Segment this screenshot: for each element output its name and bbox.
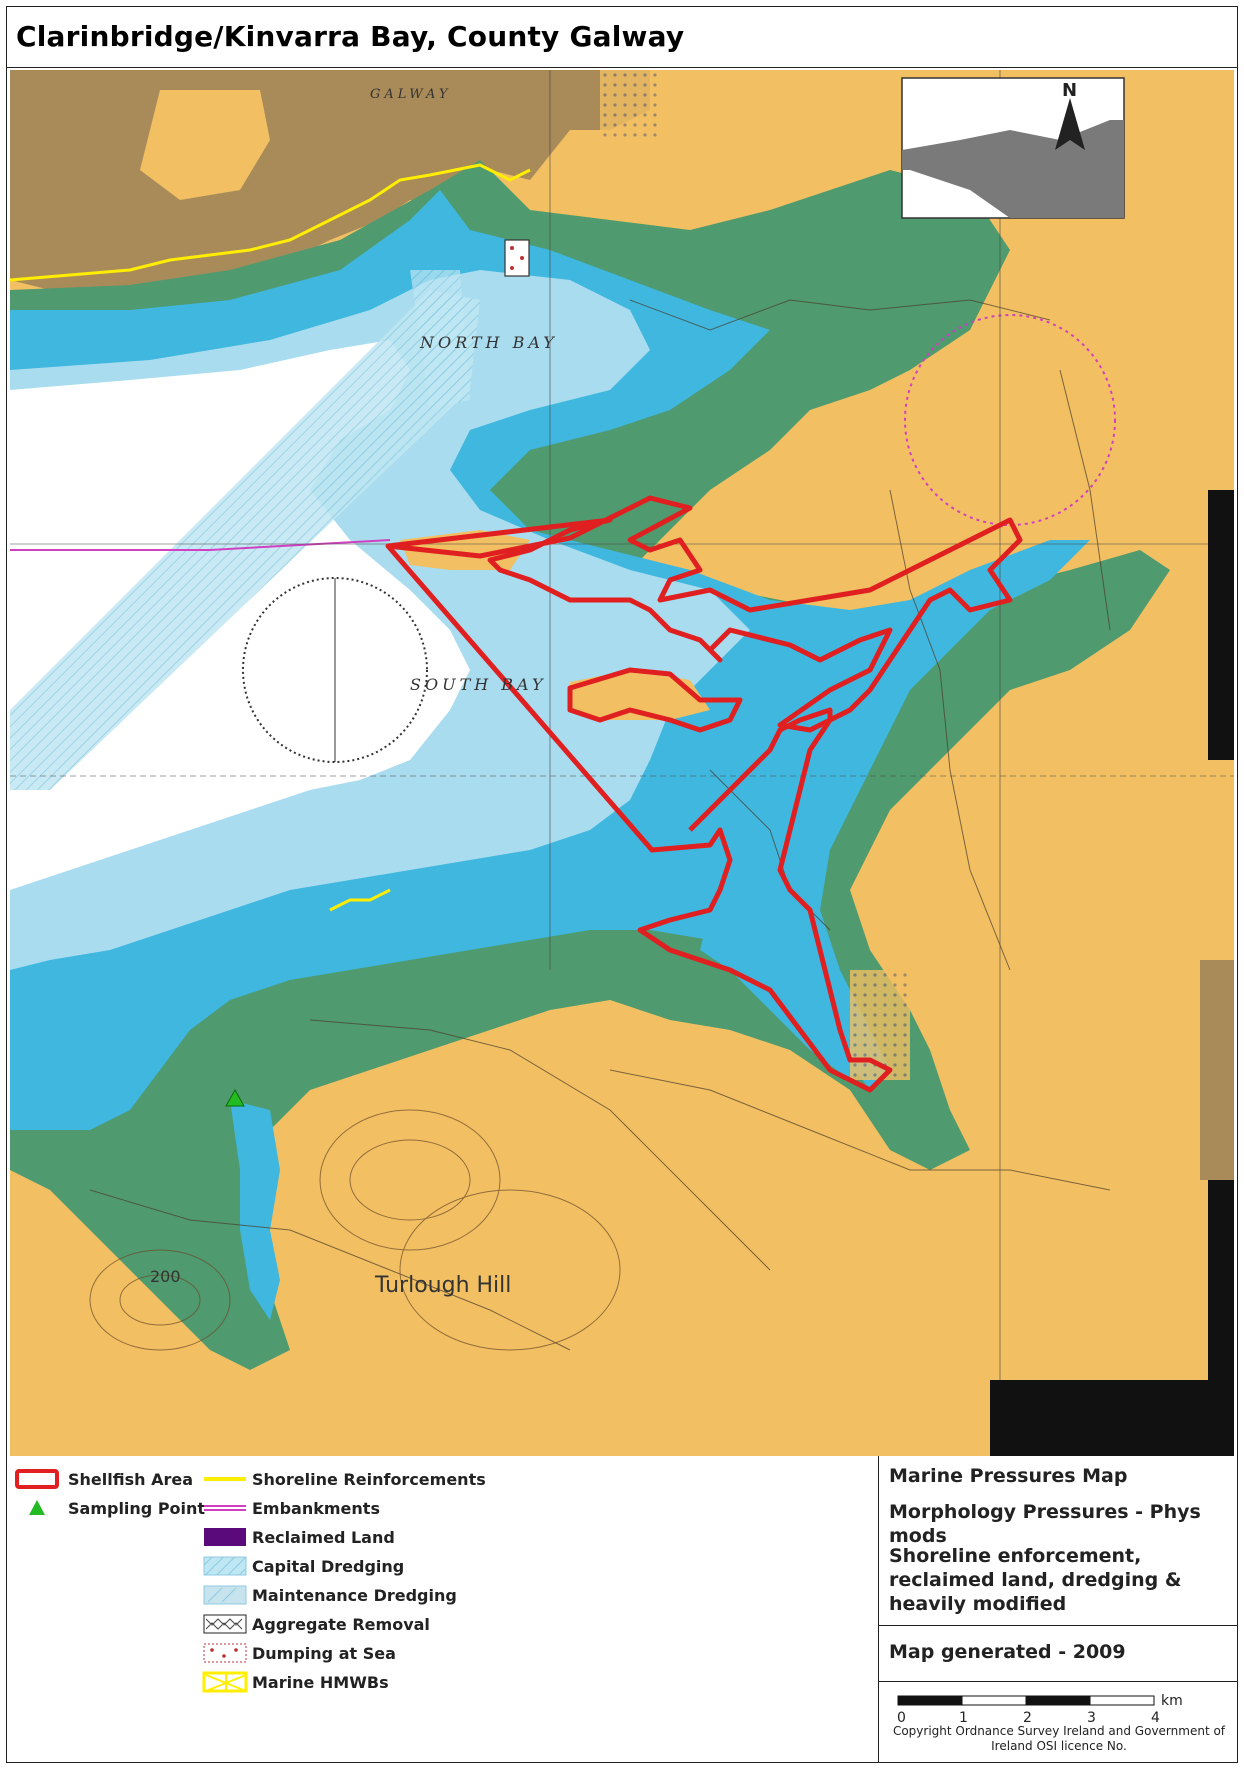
map-canvas[interactable]: N GALWAY NORTH BAY SOUTH BAY Turlough Hi… [10, 70, 1234, 1456]
legend-item-reclaimed: Reclaimed Land [202, 1526, 395, 1548]
maintenance-dredging-channel [410, 270, 470, 410]
map-edge-bar [990, 1380, 1234, 1456]
urban-area [140, 90, 270, 200]
map-edge-bar [1200, 960, 1234, 1180]
legend-item-maintenance-dredging: Maintenance Dredging [202, 1584, 457, 1606]
marine-hmwb-icon [202, 1671, 248, 1693]
legend-item-shoreline: Shoreline Reinforcements [202, 1468, 486, 1490]
north-arrow-icon [1055, 98, 1085, 150]
map-title: Clarinbridge/Kinvarra Bay, County Galway [16, 20, 685, 53]
legend-label: Marine HMWBs [252, 1672, 389, 1692]
contour-lines [89, 1109, 621, 1351]
reclaimed-land-icon [204, 1528, 246, 1546]
scale-tick: 0 [897, 1710, 906, 1726]
embankment-icon [204, 1505, 246, 1511]
legend-item-dumping: Dumping at Sea [202, 1642, 396, 1664]
capital-dredging-channel [10, 290, 480, 790]
info-subheading: Morphology Pressures - Phys mods [889, 1501, 1201, 1547]
legend-item-hmwb: Marine HMWBs [202, 1671, 389, 1693]
shellfish-area-outline [385, 495, 1023, 733]
legend-item-capital-dredging: Capital Dredging [202, 1555, 404, 1577]
dump-dot [510, 266, 514, 270]
maintenance-dredging-icon [203, 1585, 247, 1605]
sampling-point-icon [29, 1500, 45, 1515]
island [570, 670, 710, 720]
dump-dot [520, 256, 524, 260]
info-generated: Map generated - 2009 [889, 1641, 1126, 1663]
north-label: N [1062, 80, 1077, 101]
copyright-notice: Copyright Ordnance Survey Ireland and Go… [892, 1724, 1226, 1753]
scale-unit: km [1161, 1693, 1183, 1709]
shellfish-area-icon [15, 1469, 59, 1489]
dumping-at-sea-icon [203, 1643, 247, 1663]
info-description: Shoreline enforcement, reclaimed land, d… [889, 1545, 1182, 1615]
legend-item-aggregate: Aggregate Removal [202, 1613, 430, 1635]
legend-item-shellfish-area: Shellfish Area [14, 1468, 193, 1490]
map-edge-bar [1208, 490, 1234, 760]
kinvarra-inlet [700, 910, 860, 1080]
scale-tick: 3 [1087, 1710, 1096, 1726]
legend-label: Dumping at Sea [252, 1643, 396, 1663]
aggregate-removal-area [904, 314, 1116, 526]
shoreline-reinforcement [10, 163, 531, 282]
legend-label: Embankments [252, 1498, 380, 1518]
legend-label: Shellfish Area [68, 1469, 193, 1489]
shoreline-reinforcement [329, 888, 391, 912]
shellfish-area-outline [386, 544, 893, 1093]
legend-item-sampling-point: Sampling Point [14, 1497, 205, 1519]
capital-dredging-icon [203, 1556, 247, 1576]
contour-label: 200 [150, 1267, 181, 1286]
dump-dot [510, 246, 514, 250]
legend-label: Aggregate Removal [252, 1614, 430, 1634]
embankment [10, 539, 391, 551]
map-frame [6, 6, 1238, 1763]
scale-tick: 4 [1151, 1710, 1160, 1726]
dumping-at-sea-site [504, 239, 530, 277]
aggregate-removal-icon [203, 1614, 247, 1634]
legend-label: Capital Dredging [252, 1556, 405, 1576]
info-panel: Marine Pressures Map Morphology Pressure… [878, 1456, 1238, 1763]
sampling-point-marker[interactable] [225, 1088, 245, 1107]
scale-tick: 2 [1023, 1710, 1032, 1726]
info-subheading-box: Morphology Pressures - Phys mods [879, 1492, 1238, 1547]
place-label-galway: GALWAY [370, 87, 451, 102]
info-generated-box: Map generated - 2009 [879, 1626, 1238, 1682]
shoreline-reinforcement-icon [204, 1477, 246, 1481]
inset-map-land [902, 120, 1124, 218]
shellfish-area-outline [567, 667, 743, 733]
title-bar: Clarinbridge/Kinvarra Bay, County Galway [6, 6, 1238, 68]
map-edge-bar [1208, 1180, 1234, 1380]
legend-label: Shoreline Reinforcements [252, 1469, 486, 1489]
info-heading: Marine Pressures Map [889, 1465, 1128, 1487]
road-network [89, 299, 1111, 1351]
shallow-water [230, 1100, 280, 1320]
legend: Shellfish Area Sampling Point Shoreline … [6, 1456, 878, 1763]
aggregate-removal-zone [600, 70, 660, 140]
place-label-turlough-hill: Turlough Hill [374, 1273, 511, 1298]
legend-item-embankments: Embankments [202, 1497, 380, 1519]
legend-label: Sampling Point [68, 1498, 206, 1518]
scale-bar [897, 1695, 1155, 1706]
legend-label: Reclaimed Land [252, 1527, 395, 1547]
info-heading-box: Marine Pressures Map [879, 1456, 1238, 1502]
place-label-south-bay: SOUTH BAY [410, 675, 547, 694]
legend-label: Maintenance Dredging [252, 1585, 457, 1605]
info-description-box: Shoreline enforcement, reclaimed land, d… [879, 1536, 1238, 1626]
place-label-north-bay: NORTH BAY [419, 333, 558, 352]
scale-tick: 1 [959, 1710, 968, 1726]
